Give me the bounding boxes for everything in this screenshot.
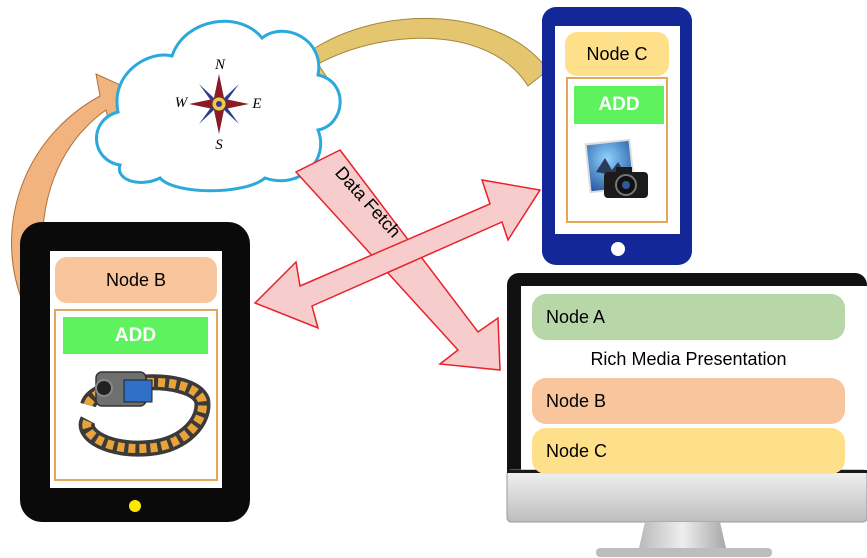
phone-device (542, 7, 692, 265)
tablet-home-button (129, 500, 141, 512)
phone-node-header (565, 32, 669, 76)
monitor-node-a-label: Node A (546, 306, 606, 327)
tablet-node-title: Node B (105, 269, 167, 290)
monitor-node-b-label: Node B (546, 390, 607, 411)
data-fetch-arrows (253, 149, 542, 371)
compass-rose-icon (189, 74, 249, 134)
monitor-row-node-b (532, 378, 845, 424)
compass-north-label: N (214, 56, 225, 73)
monitor-device (506, 273, 867, 557)
compass-south-label: S (215, 136, 223, 153)
monitor-row-node-a (532, 294, 845, 340)
tablet-node-header (55, 257, 217, 303)
cloud (95, 19, 342, 193)
monitor-rich-media-label: Rich Media Presentation (590, 348, 787, 369)
tablet-add-button[interactable]: ADD (63, 317, 208, 354)
phone-node-title: Node C (586, 43, 648, 64)
compass-west-label: W (174, 94, 188, 111)
phone-add-button[interactable]: ADD (574, 86, 664, 124)
monitor-row-node-c (532, 428, 845, 474)
photo-camera-icon (584, 138, 648, 198)
video-camera-film-reel-icon (78, 371, 211, 457)
phone-home-button (611, 242, 625, 256)
tablet-device (20, 222, 250, 522)
monitor-node-c-label: Node C (546, 440, 608, 461)
compass-east-label: E (252, 95, 262, 112)
